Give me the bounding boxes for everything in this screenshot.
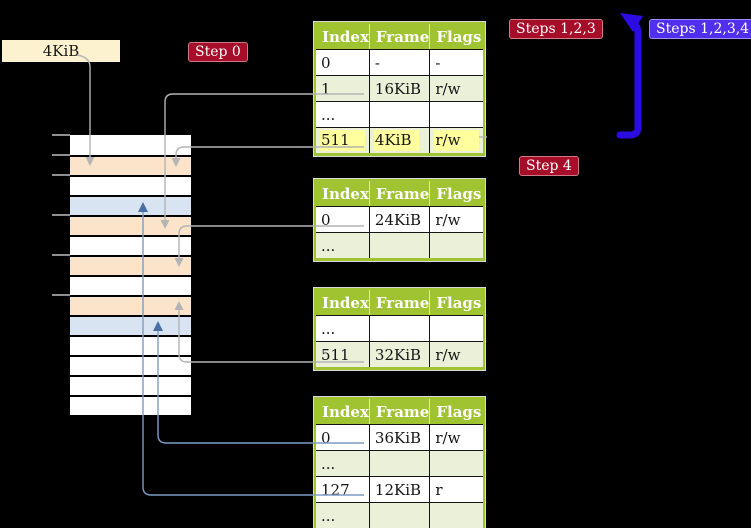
- address-tick: [52, 294, 70, 296]
- cell-index: ...: [316, 101, 369, 127]
- table-row: 1 16KiB r/w: [316, 75, 484, 101]
- cell-frame: 24KiB: [368, 206, 430, 232]
- badge-step-0: Step 0: [188, 42, 248, 62]
- cell-flags: [429, 315, 484, 341]
- cell-index: 1: [316, 75, 369, 101]
- address-tick: [52, 254, 70, 256]
- cell-frame: [368, 232, 430, 258]
- col-header-index: Index: [316, 290, 369, 315]
- memory-row-blue: [70, 315, 191, 335]
- cell-frame: 36KiB: [368, 424, 430, 450]
- cell-flags: -: [429, 49, 484, 75]
- col-header-flags: Flags: [429, 181, 484, 206]
- page-table-3: Index Frame Flags ... 511 32KiB r/w: [314, 288, 486, 370]
- col-header-frame: Frame: [368, 181, 430, 206]
- table-row: 127 12KiB r: [316, 476, 484, 502]
- header-row: Index Frame Flags: [316, 399, 484, 424]
- table-row: ...: [316, 232, 484, 258]
- cell-index: 127: [316, 476, 369, 502]
- cell-flags: r/w: [429, 127, 484, 153]
- memory-row-white: [70, 395, 191, 415]
- col-header-index: Index: [316, 181, 369, 206]
- memory-row-white: [70, 175, 191, 195]
- memory-column: [70, 135, 191, 415]
- cell-index: 0: [316, 424, 369, 450]
- cell-flags: [429, 101, 484, 127]
- cell-flags: [429, 232, 484, 258]
- cell-flags: r/w: [429, 206, 484, 232]
- memory-row-white: [70, 135, 191, 155]
- cell-index: ...: [316, 232, 369, 258]
- cell-index: 511: [316, 127, 369, 153]
- cell-index: 0: [316, 206, 369, 232]
- address-tick: [52, 154, 70, 156]
- col-header-flags: Flags: [429, 24, 484, 49]
- page-table-1: Index Frame Flags 0 - - 1 16KiB r/w ... …: [314, 22, 486, 156]
- col-header-flags: Flags: [429, 399, 484, 424]
- col-header-frame: Frame: [368, 399, 430, 424]
- col-header-frame: Frame: [368, 24, 430, 49]
- memory-row-orange: [70, 255, 191, 275]
- recursive-loop-arrow: [616, 13, 643, 139]
- cell-index: 511: [316, 341, 369, 367]
- address-tick: [52, 134, 70, 136]
- cell-frame: [368, 101, 430, 127]
- cell-flags: r: [429, 476, 484, 502]
- badge-steps-1-2-3-4: Steps 1,2,3,4: [649, 19, 751, 39]
- badge-step-4: Step 4: [519, 156, 579, 176]
- badge-steps-1-2-3: Steps 1,2,3: [509, 19, 603, 39]
- cell-index: 0: [316, 49, 369, 75]
- header-row: Index Frame Flags: [316, 290, 484, 315]
- table-row: ...: [316, 101, 484, 127]
- cell-frame: 4KiB: [368, 127, 430, 153]
- table-row: 0 - -: [316, 49, 484, 75]
- cell-frame: [368, 315, 430, 341]
- memory-row-blue: [70, 195, 191, 215]
- cell-frame: 32KiB: [368, 341, 430, 367]
- memory-row-orange: [70, 215, 191, 235]
- memory-row-white: [70, 235, 191, 255]
- cell-index: ...: [316, 315, 369, 341]
- cell-flags: r/w: [429, 75, 484, 101]
- memory-row-white: [70, 355, 191, 375]
- table-row: 511 32KiB r/w: [316, 341, 484, 367]
- memory-row-white: [70, 335, 191, 355]
- page-table-4: Index Frame Flags 0 36KiB r/w ... 127 12…: [314, 397, 486, 528]
- cell-frame: 12KiB: [368, 476, 430, 502]
- frame-size-label: 4KiB: [2, 40, 120, 62]
- address-tick: [52, 214, 70, 216]
- highlight: 4KiB: [373, 130, 419, 151]
- table-row: ...: [316, 315, 484, 341]
- table-row-recursive: 511 4KiB r/w: [316, 127, 484, 153]
- highlight: r/w: [434, 130, 480, 151]
- table-row: 0 24KiB r/w: [316, 206, 484, 232]
- cell-flags: r/w: [429, 424, 484, 450]
- cell-index: ...: [316, 502, 369, 528]
- memory-row-orange: [70, 295, 191, 315]
- table-row: 0 36KiB r/w: [316, 424, 484, 450]
- header-row: Index Frame Flags: [316, 24, 484, 49]
- cell-index: ...: [316, 450, 369, 476]
- col-header-flags: Flags: [429, 290, 484, 315]
- col-header-index: Index: [316, 24, 369, 49]
- cell-flags: r/w: [429, 341, 484, 367]
- table-row: ...: [316, 450, 484, 476]
- cell-flags: [429, 502, 484, 528]
- cell-frame: 16KiB: [368, 75, 430, 101]
- cell-frame: [368, 502, 430, 528]
- table-row: ...: [316, 502, 484, 528]
- memory-row-white: [70, 275, 191, 295]
- memory-row-orange: [70, 155, 191, 175]
- highlight: 511: [320, 130, 365, 151]
- col-header-frame: Frame: [368, 290, 430, 315]
- address-tick: [52, 174, 70, 176]
- memory-row-white: [70, 375, 191, 395]
- cell-flags: [429, 450, 484, 476]
- cell-frame: -: [368, 49, 430, 75]
- col-header-index: Index: [316, 399, 369, 424]
- cell-frame: [368, 450, 430, 476]
- header-row: Index Frame Flags: [316, 181, 484, 206]
- page-table-2: Index Frame Flags 0 24KiB r/w ...: [314, 179, 486, 261]
